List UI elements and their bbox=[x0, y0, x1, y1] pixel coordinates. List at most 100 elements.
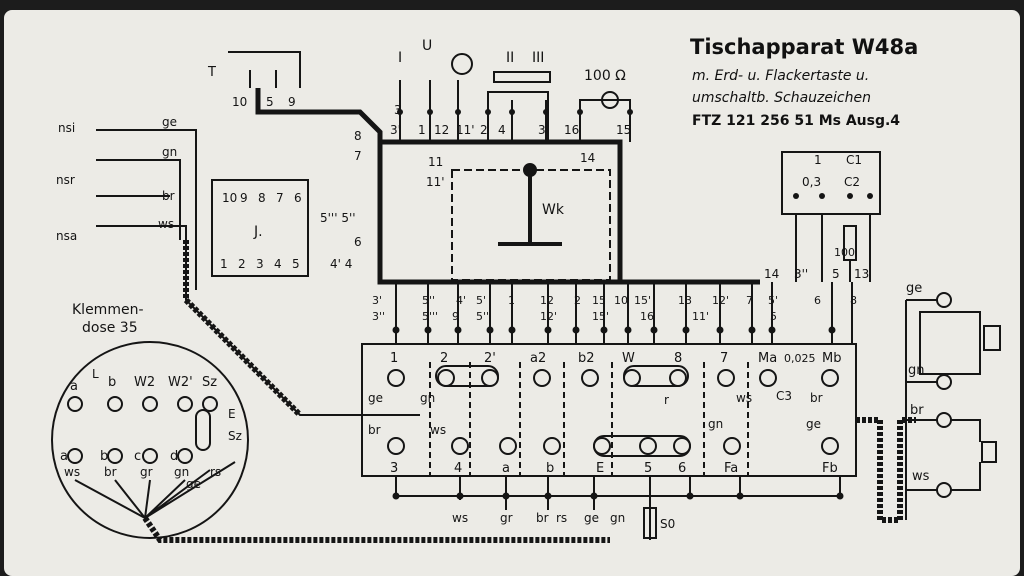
svg-text:13: 13 bbox=[854, 267, 869, 281]
label-t1: 1 bbox=[418, 123, 426, 137]
svg-text:4': 4' bbox=[456, 294, 466, 307]
label-side-4: 4' 4 bbox=[330, 257, 352, 271]
right-wires bbox=[905, 299, 944, 520]
svg-text:7: 7 bbox=[720, 351, 728, 366]
label-III: III bbox=[532, 50, 544, 66]
svg-text:8: 8 bbox=[674, 351, 682, 366]
svg-text:r: r bbox=[664, 393, 669, 407]
label-T: T bbox=[207, 65, 216, 80]
svg-text:1: 1 bbox=[508, 294, 515, 307]
svg-text:a: a bbox=[60, 449, 68, 464]
svg-text:gn: gn bbox=[610, 511, 625, 525]
svg-text:rs: rs bbox=[556, 511, 567, 525]
label-t2: 2 bbox=[480, 123, 488, 137]
svg-text:10: 10 bbox=[614, 294, 628, 307]
svg-text:5': 5' bbox=[476, 294, 486, 307]
svg-text:7: 7 bbox=[276, 191, 284, 205]
label-I: I bbox=[398, 50, 402, 66]
svg-text:3: 3 bbox=[390, 461, 398, 476]
svg-text:1: 1 bbox=[220, 257, 228, 271]
svg-text:3'': 3'' bbox=[794, 267, 808, 281]
label-side-5: 5''' 5'' bbox=[320, 211, 356, 225]
title-line1: Tischapparat W48a bbox=[690, 35, 918, 59]
svg-text:15: 15 bbox=[592, 294, 606, 307]
klemmen-title1: Klemmen- bbox=[72, 302, 144, 318]
klemmen-title2: dose 35 bbox=[82, 320, 138, 336]
wk-lever bbox=[498, 166, 562, 246]
svg-text:d: d bbox=[170, 449, 178, 464]
svg-text:9: 9 bbox=[240, 191, 248, 205]
wk-name: Wk bbox=[542, 202, 565, 218]
label-ws: ws bbox=[158, 217, 174, 231]
label-t3b: 3 bbox=[538, 123, 546, 137]
svg-text:2': 2' bbox=[484, 351, 496, 366]
svg-text:15': 15' bbox=[634, 294, 651, 307]
svg-text:W: W bbox=[622, 351, 635, 366]
board-leads bbox=[395, 282, 853, 344]
wk-pivot bbox=[523, 163, 537, 177]
svg-text:Ma: Ma bbox=[758, 351, 777, 366]
svg-text:9: 9 bbox=[452, 310, 459, 323]
svg-text:ge: ge bbox=[584, 511, 599, 525]
terminal-bottom-labels: 3 4 a b E 5 6 Fa Fb bbox=[390, 461, 838, 476]
svg-text:4: 4 bbox=[274, 257, 282, 271]
label-t3p: 3' bbox=[390, 123, 401, 137]
svg-text:12: 12 bbox=[540, 294, 554, 307]
svg-text:2: 2 bbox=[574, 294, 581, 307]
terminal-wire-labels: ge gn br ws ws br gn ge r bbox=[368, 391, 823, 437]
j-bottom-labels: 1 2 3 4 5 bbox=[220, 257, 300, 271]
label-ge: ge bbox=[162, 115, 177, 129]
label-t4: 4 bbox=[498, 123, 506, 137]
bottom-wire-labels: ws gr br rs ge gn bbox=[452, 511, 625, 525]
klemmen-Sz: Sz bbox=[228, 429, 242, 443]
svg-text:11': 11' bbox=[692, 310, 709, 323]
svg-text:15': 15' bbox=[592, 310, 609, 323]
svg-text:br: br bbox=[104, 465, 117, 479]
left-wires bbox=[96, 129, 420, 416]
svg-text:gn: gn bbox=[174, 465, 189, 479]
cap-v03: 0,3 bbox=[802, 175, 821, 189]
svg-text:a: a bbox=[70, 379, 78, 394]
main-bus bbox=[255, 88, 760, 285]
svg-text:7: 7 bbox=[746, 294, 753, 307]
j-block-name: J. bbox=[253, 224, 263, 240]
svg-text:gr: gr bbox=[140, 465, 153, 479]
rectifier-box bbox=[919, 311, 981, 375]
svg-text:rs: rs bbox=[210, 465, 221, 479]
right-br: br bbox=[910, 403, 924, 418]
label-t15: 15 bbox=[616, 123, 631, 137]
svg-text:ws: ws bbox=[64, 465, 80, 479]
label-t11: 11' bbox=[456, 123, 475, 137]
label-side-7: 7 bbox=[354, 149, 362, 163]
terminal-top-labels: 1 2 2' a2 b2 W 8 7 Ma 0,025 Mb bbox=[390, 351, 841, 366]
klemmen-wire-labels: ws br gr gn rs ge bbox=[64, 465, 221, 491]
svg-text:b2: b2 bbox=[578, 351, 595, 366]
cap-c1: C1 bbox=[846, 153, 862, 167]
dots bbox=[392, 109, 873, 500]
label-t16: 16 bbox=[564, 123, 579, 137]
svg-text:a: a bbox=[502, 461, 510, 476]
svg-text:6: 6 bbox=[294, 191, 302, 205]
j-top-labels: 10 9 8 7 6 bbox=[222, 191, 302, 205]
label-br: br bbox=[162, 189, 175, 203]
svg-text:8: 8 bbox=[850, 294, 857, 307]
klemmen-L: L bbox=[92, 367, 99, 381]
t-contacts bbox=[249, 70, 277, 88]
svg-text:5: 5 bbox=[644, 461, 652, 476]
wk-box bbox=[380, 139, 623, 282]
svg-text:ws: ws bbox=[430, 423, 446, 437]
mic-leads bbox=[944, 419, 981, 491]
svg-text:gn: gn bbox=[420, 391, 435, 405]
label-U: U bbox=[422, 38, 432, 54]
svg-text:gr: gr bbox=[500, 511, 513, 525]
title-line4: FTZ 121 256 51 Ms Ausg.4 bbox=[692, 113, 900, 129]
cap-bottom-labels: 14 3'' 5 13 bbox=[764, 267, 869, 281]
svg-text:4: 4 bbox=[454, 461, 462, 476]
svg-text:ge: ge bbox=[806, 417, 821, 431]
svg-text:0,025: 0,025 bbox=[784, 352, 816, 365]
label-t3: 3 bbox=[394, 103, 402, 117]
title-line3: umschaltb. Schauzeichen bbox=[692, 90, 871, 106]
svg-text:6: 6 bbox=[678, 461, 686, 476]
